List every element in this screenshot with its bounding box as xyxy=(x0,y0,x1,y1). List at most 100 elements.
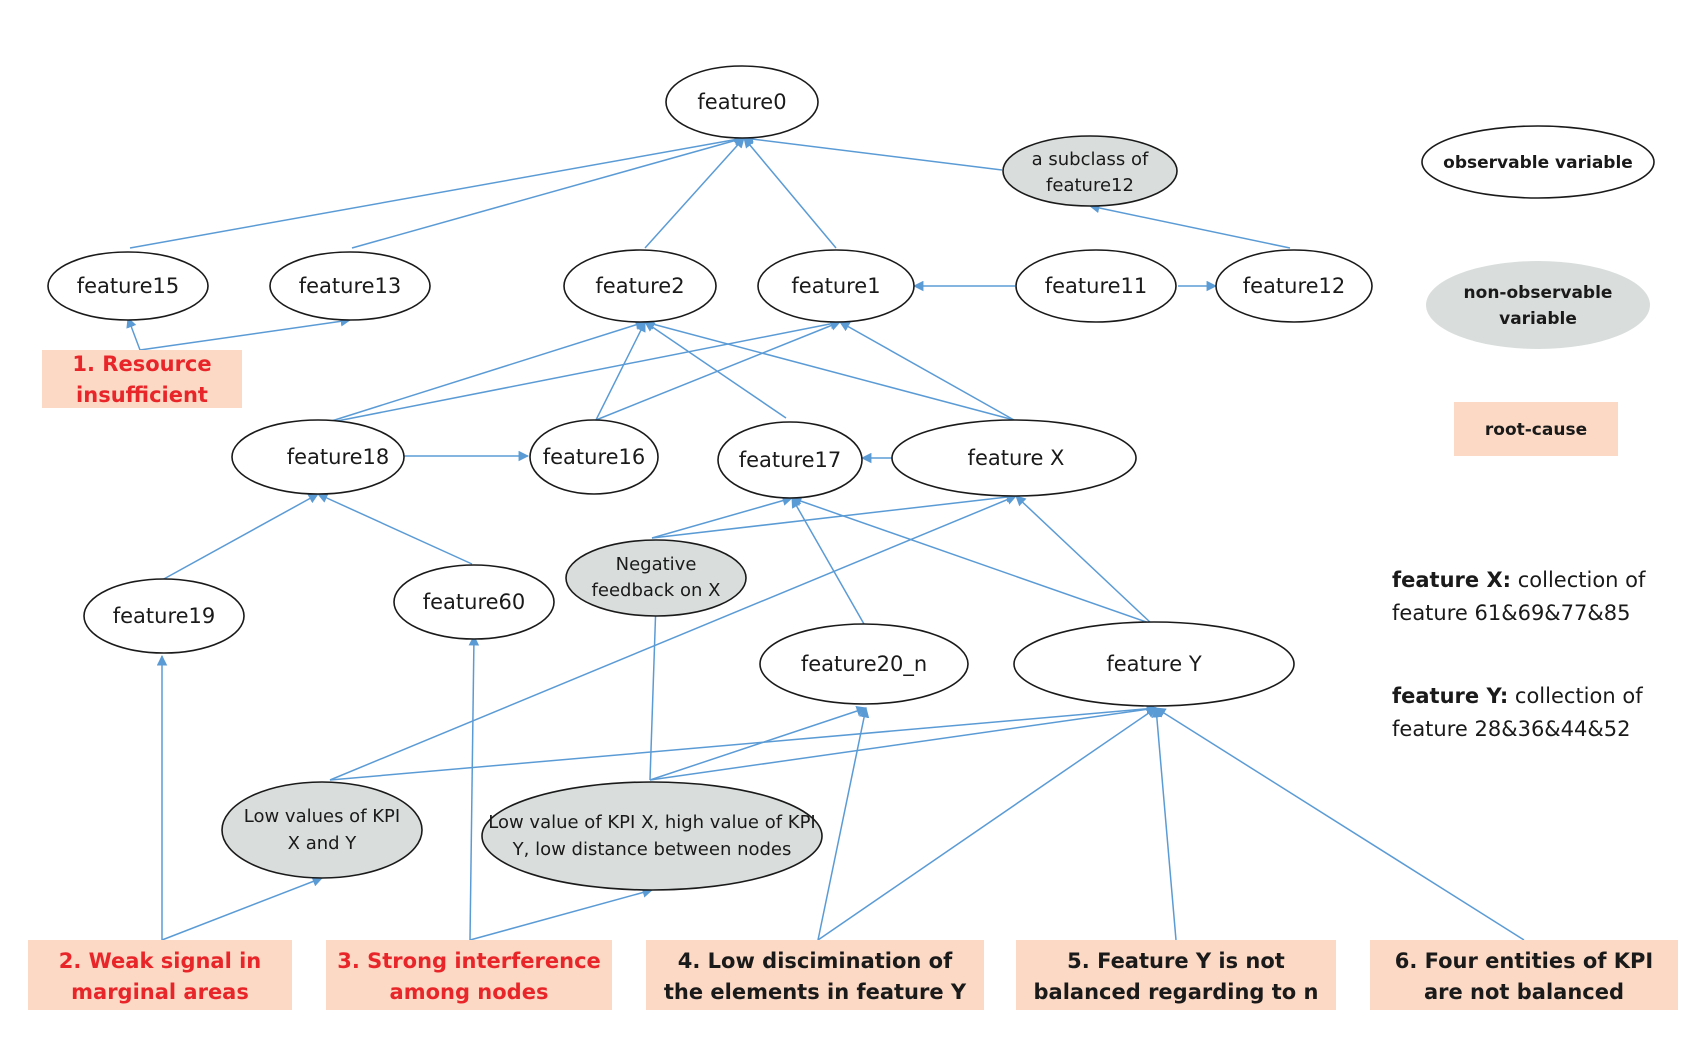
node-feature19: feature19 xyxy=(83,578,245,654)
node-feature17-label: feature17 xyxy=(739,448,842,472)
node-feature60-label: feature60 xyxy=(423,590,526,614)
edge-featureX-to-feature2 xyxy=(643,319,1015,421)
edge-feature15-to-feature0 xyxy=(129,134,746,249)
node-featureX: feature X xyxy=(891,419,1137,497)
node-lowx-line1: Low value of KPI X, high value of KPI xyxy=(488,812,815,833)
feature-x-note-line1: feature X: collection of xyxy=(1392,568,1646,592)
legend-non-observable-line1: non-observable xyxy=(1464,283,1613,303)
node-feature15-label: feature15 xyxy=(77,274,180,298)
feature-x-note-rest: collection of xyxy=(1511,568,1646,592)
root-cause-3-line1: 3. Strong interference xyxy=(337,949,601,973)
node-negative-line2: feedback on X xyxy=(592,580,721,601)
edge-negative-to-feature17 xyxy=(651,495,794,539)
feature-y-note-title: feature Y: xyxy=(1392,684,1508,708)
edge-lowx-to-negative xyxy=(649,600,661,781)
node-feature12-label: feature12 xyxy=(1243,274,1346,298)
edge-rc4-to-featureY xyxy=(817,707,1157,941)
root-cause-5-line2: balanced regarding to n xyxy=(1034,980,1319,1004)
node-featureY-label: feature Y xyxy=(1106,652,1201,676)
node-feature15: feature15 xyxy=(47,251,209,321)
node-feature16-label: feature16 xyxy=(543,445,646,469)
edge-feature1-to-feature0 xyxy=(743,137,837,249)
edge-rc3-to-lowx xyxy=(469,887,654,941)
node-lowkpi-line2: X and Y xyxy=(288,833,358,854)
root-cause-1-line1: 1. Resource xyxy=(72,352,211,376)
edge-featureY-to-feature17 xyxy=(791,496,1153,625)
edge-feature18-to-feature1 xyxy=(321,318,842,425)
feature-y-note-rest: collection of xyxy=(1508,684,1643,708)
edge-feature16-to-feature2 xyxy=(595,321,646,421)
legend-observable: observable variable xyxy=(1421,125,1655,199)
node-feature20n-label: feature20_n xyxy=(801,652,927,677)
legend-root-cause: root-cause xyxy=(1454,402,1618,456)
edge-rc2-to-lowkpi xyxy=(161,876,323,941)
root-cause-3-line2: among nodes xyxy=(390,980,549,1004)
edge-feature2-to-feature0 xyxy=(644,137,745,249)
node-feature13: feature13 xyxy=(269,251,431,321)
node-feature17: feature17 xyxy=(717,421,863,499)
edge-lowkpi-to-featureY xyxy=(329,703,1158,781)
legend-non-observable-line2: variable xyxy=(1499,309,1577,329)
root-cause-4-line2: the elements in feature Y xyxy=(664,980,967,1004)
node-lowx-line2: Y, low distance between nodes xyxy=(512,839,792,860)
node-feature1: feature1 xyxy=(757,249,915,323)
edge-rc1-to-feature15 xyxy=(126,317,141,351)
node-subclass-feature12: a subclass of feature12 xyxy=(1002,135,1178,207)
node-feature11: feature11 xyxy=(1015,249,1177,323)
feature-y-note-line1: feature Y: collection of xyxy=(1392,684,1643,708)
feature-x-note-title: feature X: xyxy=(1392,568,1511,592)
root-cause-4: 4. Low discimination of the elements in … xyxy=(646,940,984,1010)
node-lowkpi-line1: Low values of KPI xyxy=(244,806,400,827)
edge-feature13-to-feature0 xyxy=(351,135,746,249)
node-feature1-label: feature1 xyxy=(791,274,880,298)
root-cause-1-line2: insufficient xyxy=(76,383,208,407)
node-featureX-label: feature X xyxy=(968,446,1065,470)
node-featureY: feature Y xyxy=(1013,621,1295,707)
edge-feature12-to-subclass xyxy=(1088,202,1291,249)
root-cause-4-line1: 4. Low discimination of xyxy=(678,949,953,973)
edges xyxy=(126,133,1525,941)
edge-feature17-to-feature2 xyxy=(644,321,787,419)
root-cause-2: 2. Weak signal in marginal areas xyxy=(28,940,292,1010)
root-cause-2-line2: marginal areas xyxy=(71,980,249,1004)
edge-rc4-to-feature20n xyxy=(817,706,870,941)
legend-root-cause-label: root-cause xyxy=(1485,420,1587,440)
edge-feature20n-to-feature17 xyxy=(791,497,865,625)
edge-rc6-to-featureY xyxy=(1155,707,1525,941)
edge-feature18-to-feature2 xyxy=(321,319,647,425)
root-cause-6-line2: are not balanced xyxy=(1424,980,1624,1004)
feature-y-note-line2: feature 28&36&44&52 xyxy=(1392,717,1631,741)
root-cause-1: 1. Resource insufficient xyxy=(42,350,242,408)
legend-observable-label: observable variable xyxy=(1443,153,1633,173)
node-negative-line1: Negative xyxy=(616,554,697,575)
feature-y-note: feature Y: collection of feature 28&36&4… xyxy=(1392,684,1643,741)
node-feature13-label: feature13 xyxy=(299,274,402,298)
node-feature11-label: feature11 xyxy=(1045,274,1148,298)
node-low-values-kpi: Low values of KPI X and Y xyxy=(221,781,423,879)
root-cause-2-line1: 2. Weak signal in xyxy=(59,949,262,973)
feature-x-note: feature X: collection of feature 61&69&7… xyxy=(1392,568,1646,625)
edge-lowx-to-featureY xyxy=(649,704,1158,781)
edge-featureX-to-feature1 xyxy=(839,321,1015,421)
root-cause-5: 5. Feature Y is not balanced regarding t… xyxy=(1016,940,1336,1010)
edge-negative-to-featureX xyxy=(651,491,1018,539)
edge-rc1-to-feature13 xyxy=(139,316,352,351)
legend-non-observable: non-observable variable xyxy=(1426,261,1650,349)
node-subclass-line1: a subclass of xyxy=(1032,149,1149,170)
node-feature0-label: feature0 xyxy=(697,90,786,114)
node-feature2: feature2 xyxy=(563,249,717,323)
node-feature0: feature0 xyxy=(665,65,819,139)
feature-x-note-line2: feature 61&69&77&85 xyxy=(1392,601,1631,625)
edge-lowx-to-feature20n xyxy=(649,706,867,781)
node-feature20n: feature20_n xyxy=(759,623,969,705)
node-subclass-line2: feature12 xyxy=(1046,175,1134,196)
edge-rc5-to-featureY xyxy=(1151,706,1177,941)
edge-subclass-to-feature0 xyxy=(742,133,1003,171)
legend: observable variable non-observable varia… xyxy=(1421,125,1655,456)
root-cause-3: 3. Strong interference among nodes xyxy=(326,940,612,1010)
node-low-value-kpi-x: Low value of KPI X, high value of KPI Y,… xyxy=(481,781,823,891)
edge-featureY-to-featureX xyxy=(1015,495,1153,625)
edge-lowkpi-to-featureX xyxy=(329,494,1017,781)
node-feature18-label: feature18 xyxy=(287,445,390,469)
